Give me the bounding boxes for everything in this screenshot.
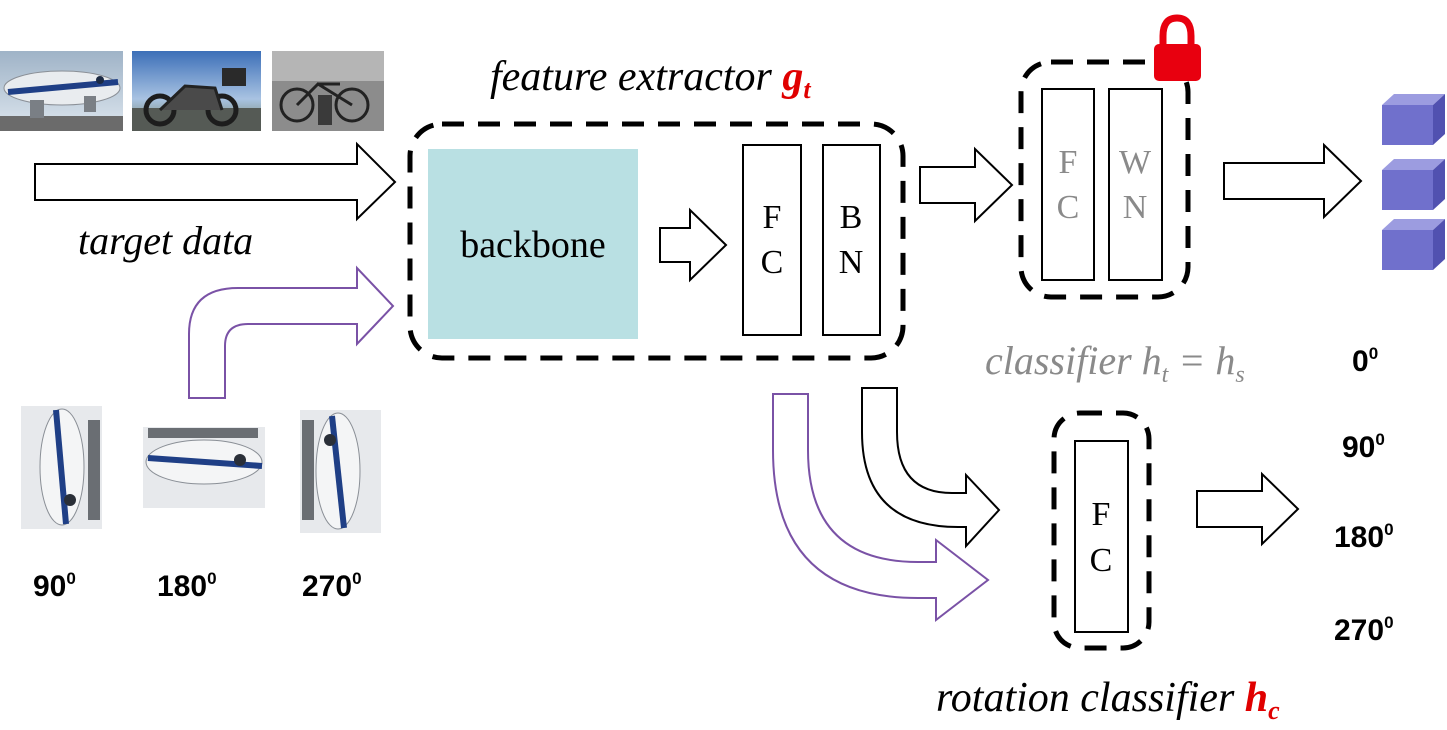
- rotation-fc-block: [1074, 440, 1129, 633]
- input-rotation-label-180: 1800: [157, 569, 217, 603]
- output-cube-icon-2: [1382, 159, 1445, 210]
- backbone-to-fc-arrow: [659, 207, 728, 283]
- rotation-classifier-title: rotation classifier hc: [936, 675, 1280, 725]
- extractor-fc-block: [742, 144, 802, 336]
- backbone-label: backbone: [460, 224, 606, 266]
- classifier-box: [1018, 59, 1191, 300]
- classifier-wn-letter-n: N: [1123, 189, 1148, 226]
- classifier-wn-letter-w: W: [1119, 144, 1152, 181]
- rotation-output-label-180: 1800: [1334, 520, 1394, 554]
- rotated-input-arrow: [188, 265, 395, 399]
- feature-extractor-box: [407, 121, 906, 361]
- classifier-fc-letter-c: C: [1057, 189, 1080, 226]
- output-cube-icon-3: [1382, 219, 1445, 270]
- target-image-bicycle: [272, 51, 384, 131]
- classifier-fc-letter-f: F: [1059, 144, 1078, 181]
- output-cube-icon-1: [1382, 94, 1445, 145]
- rotation-output-label-270: 2700: [1334, 613, 1394, 647]
- rotated-image-90: [21, 406, 102, 529]
- extractor-bn-block: [822, 144, 881, 336]
- rotation-output-label-90: 900: [1342, 430, 1385, 464]
- rotation-fc-letter-c: C: [1090, 542, 1113, 579]
- target-image-motorcycle: [132, 51, 261, 131]
- extractor-fc-letter-f: F: [763, 199, 782, 236]
- rotated-image-270: [300, 410, 381, 533]
- extractor-to-rotation-arrow: [861, 387, 1001, 549]
- extractor-bn-letter-b: B: [840, 199, 863, 236]
- rotation-output-label-0: 00: [1352, 344, 1378, 378]
- rotation-to-output-arrow: [1196, 471, 1300, 547]
- classifier-to-output-arrow: [1223, 142, 1363, 220]
- extractor-to-classifier-arrow: [919, 146, 1014, 224]
- backbone-block: [428, 149, 638, 339]
- input-rotation-label-90: 900: [33, 569, 76, 603]
- rotated-image-180: [143, 427, 265, 508]
- lock-icon: [1154, 14, 1201, 81]
- target-data-arrow: [34, 141, 397, 222]
- input-rotation-label-270: 2700: [302, 569, 362, 603]
- classifier-fc-block: [1041, 88, 1095, 281]
- rotation-feature-arrow: [772, 393, 990, 623]
- extractor-fc-letter-c: C: [761, 244, 784, 281]
- rotation-classifier-box: [1051, 410, 1152, 651]
- rotation-fc-letter-f: F: [1092, 496, 1111, 533]
- target-image-airplane: [0, 51, 123, 131]
- feature-extractor-title: feature extractor gt: [490, 54, 811, 104]
- extractor-bn-letter-n: N: [839, 244, 864, 281]
- target-data-label: target data: [78, 218, 253, 263]
- classifier-wn-block: [1108, 88, 1163, 281]
- classifier-label: classifier ht = hs: [985, 338, 1245, 388]
